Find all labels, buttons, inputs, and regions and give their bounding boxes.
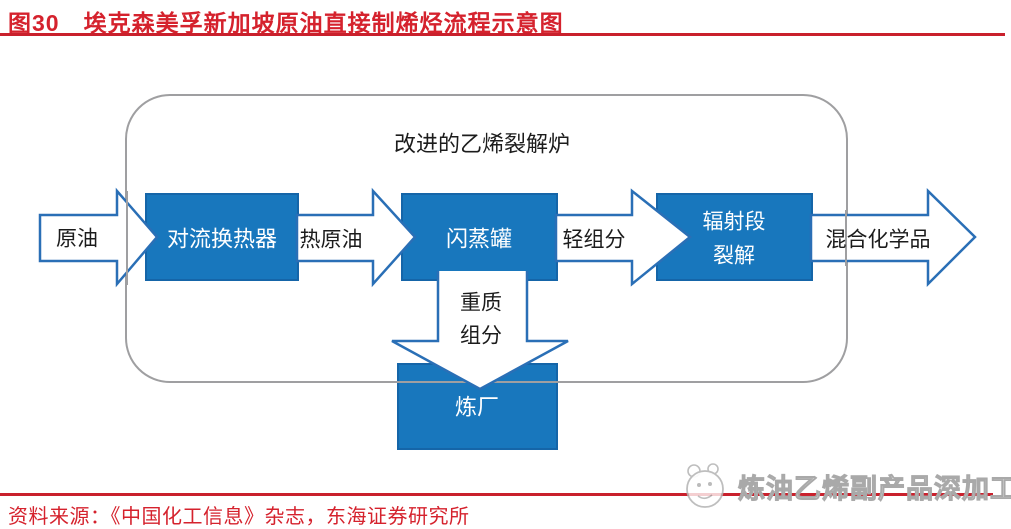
radiant-cracking-label-line2: 裂解 [713, 245, 755, 268]
footer-divider-line [0, 493, 993, 496]
source-attribution: 资料来源：《中国化工信息》杂志，东海证券研究所 [8, 506, 470, 528]
mixed-chemicals-arrow [809, 188, 977, 288]
title-divider-line [0, 33, 1005, 36]
hot-crude-label: 热原油 [300, 229, 363, 252]
heavy-fraction-label-line2: 组分 [460, 325, 502, 348]
heavy-fraction-down-arrow [391, 271, 569, 391]
mixed-chemicals-label: 混合化学品 [826, 229, 931, 252]
flash-tank-label: 闪蒸罐 [446, 227, 512, 252]
figure-title: 图30 埃克森美孚新加坡原油直接制烯烃流程示意图 [8, 10, 564, 36]
refinery-label: 炼厂 [455, 395, 499, 420]
heavy-fraction-label-line1: 重质 [460, 292, 502, 315]
light-fraction-arrow [554, 188, 692, 287]
radiant-cracking-label-line1: 辐射段 [703, 211, 766, 234]
furnace-label: 改进的乙烯裂解炉 [394, 132, 570, 157]
hot-crude-arrow [295, 187, 417, 288]
crude-oil-label: 原油 [56, 228, 98, 251]
light-fraction-label: 轻组分 [563, 229, 626, 252]
convection-heater-label: 对流换热器 [167, 227, 277, 252]
